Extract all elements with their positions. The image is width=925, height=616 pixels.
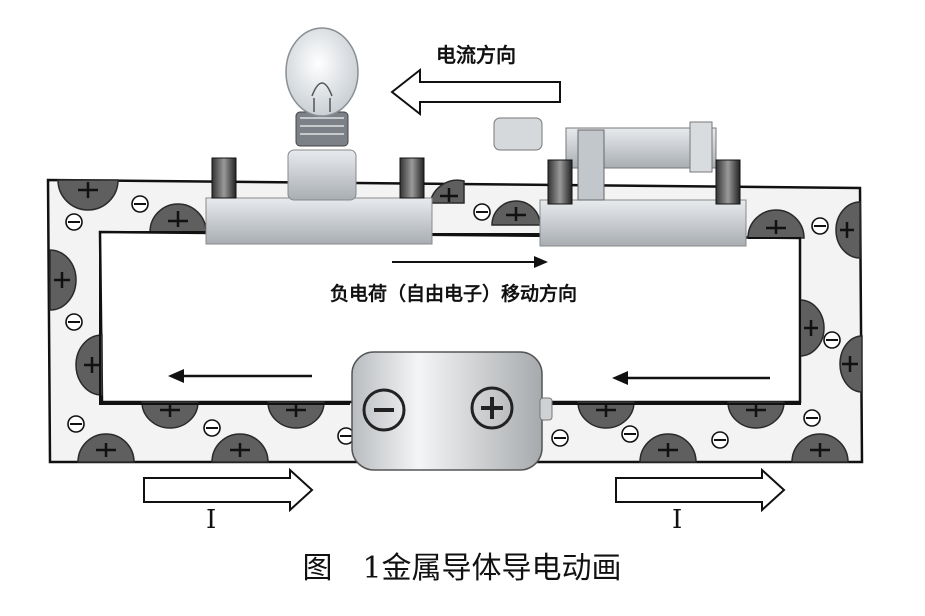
current-symbol-left: I: [206, 505, 216, 535]
light-bulb: [205, 27, 433, 245]
inner-wire: [99, 231, 350, 405]
figure-caption: 图 1金属导体导电动画: [302, 551, 621, 586]
electron-direction-label: 负电荷（自由电子）移动方向: [330, 282, 577, 305]
current-arrow-right: [615, 467, 786, 513]
current-arrow-left: [143, 467, 314, 513]
inner-wire-right: [545, 237, 801, 405]
electron-arrowhead: [534, 256, 548, 268]
free-electrons: [65, 195, 841, 449]
current-direction-arrow: [390, 67, 561, 117]
flow-arrowhead-left: [168, 369, 184, 383]
battery: [351, 351, 553, 471]
flow-arrowhead-right: [612, 371, 628, 385]
current-direction-label: 电流方向: [436, 43, 516, 67]
current-symbol-right: I: [672, 505, 682, 535]
knife-switch: [493, 117, 747, 247]
ion-plus-signs: [54, 182, 858, 457]
